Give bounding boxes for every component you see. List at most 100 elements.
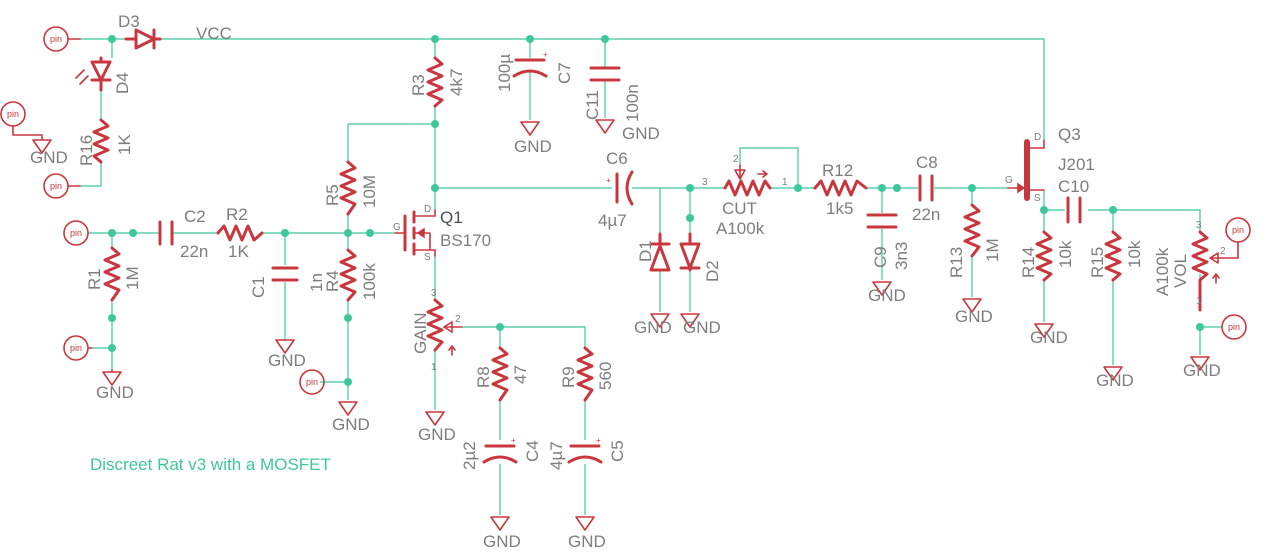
resistor-r4: R4 100k bbox=[323, 248, 379, 302]
c1-label: C1 bbox=[249, 276, 268, 298]
svg-text:+: + bbox=[606, 176, 611, 185]
r13-value: 1M bbox=[983, 238, 1002, 262]
r15-label: R15 bbox=[1088, 247, 1107, 278]
pin-label: pin bbox=[1228, 322, 1240, 332]
q3-pin-d: D bbox=[1034, 132, 1041, 143]
cut-value: A100k bbox=[716, 219, 765, 238]
r14-label: R14 bbox=[1019, 247, 1038, 278]
r1-label: R1 bbox=[85, 268, 104, 290]
vol-pin-2: 2 bbox=[1220, 246, 1226, 257]
r9-label: R9 bbox=[559, 366, 578, 388]
resistor-r3: R3 4k7 bbox=[409, 56, 466, 108]
capacitor-c10: C10 bbox=[1058, 177, 1089, 224]
r1-value: 1M bbox=[123, 266, 142, 290]
capacitor-c11: C11 100n bbox=[583, 66, 642, 122]
r4-value: 100k bbox=[360, 263, 379, 300]
c5-value: 4µ7 bbox=[547, 441, 566, 470]
r2-value: 1K bbox=[228, 242, 249, 261]
pin-label: pin bbox=[50, 181, 62, 191]
gnd-label: GND bbox=[418, 425, 456, 444]
wires bbox=[80, 38, 1222, 515]
mosfet-q1: D S G Q1 BS170 bbox=[393, 204, 491, 263]
pin-label: pin bbox=[70, 343, 82, 353]
c6-label: C6 bbox=[606, 149, 628, 168]
c8-value: 22n bbox=[912, 205, 940, 224]
capacitor-c7: + C7 100µ bbox=[495, 50, 574, 92]
gnd-label: GND bbox=[332, 415, 370, 434]
r8-label: R8 bbox=[474, 366, 493, 388]
gain-pin-3: 3 bbox=[431, 288, 437, 299]
resistor-r12: R12 1k5 bbox=[813, 161, 868, 218]
pot-gain: 3 2 1 GAIN bbox=[411, 288, 463, 373]
q3-label: Q3 bbox=[1058, 125, 1081, 144]
r13-label: R13 bbox=[947, 247, 966, 278]
vcc-label: VCC bbox=[196, 24, 232, 43]
r14-value: 10k bbox=[1056, 240, 1075, 268]
pin-label: pin bbox=[7, 109, 19, 119]
r15-value: 10k bbox=[1125, 240, 1144, 268]
capacitor-c9: C9 3n3 bbox=[866, 213, 911, 270]
q1-value: BS170 bbox=[440, 231, 491, 250]
cut-pin-1: 1 bbox=[782, 177, 788, 188]
c7-label: C7 bbox=[555, 62, 574, 84]
pin-label: pin bbox=[50, 34, 62, 44]
gain-pin-1: 1 bbox=[431, 362, 437, 373]
q1-pin-g: G bbox=[393, 222, 401, 233]
gnd-label: GND bbox=[1096, 371, 1134, 390]
gnd-label: GND bbox=[96, 383, 134, 402]
c4-label: C4 bbox=[523, 440, 542, 462]
c7-value: 100µ bbox=[495, 54, 514, 92]
pin-connector-4: pin bbox=[63, 220, 89, 246]
c9-value: 3n3 bbox=[892, 242, 911, 270]
r5-label: R5 bbox=[323, 184, 342, 206]
r8-value: 47 bbox=[511, 365, 530, 384]
gain-label: GAIN bbox=[411, 312, 430, 354]
vol-label: VOL bbox=[1171, 254, 1190, 288]
gnd-label: GND bbox=[568, 532, 606, 551]
capacitor-c1: C1 1n bbox=[249, 266, 326, 298]
cut-label: CUT bbox=[722, 199, 757, 218]
resistor-r2: R2 1K bbox=[216, 205, 264, 261]
q1-pin-d: D bbox=[424, 204, 431, 215]
resistor-r8: R8 47 bbox=[474, 346, 530, 402]
resistor-r13: R13 1M bbox=[947, 203, 1002, 278]
pin-connector-8: pin bbox=[1221, 314, 1247, 340]
pin-connector-7: pin bbox=[1221, 217, 1251, 259]
q1-pin-s: S bbox=[424, 252, 431, 263]
diode-d1: D1 bbox=[636, 232, 671, 272]
c2-value: 22n bbox=[180, 242, 208, 261]
gnd-label: GND bbox=[268, 351, 306, 370]
capacitor-c4: + C4 2µ2 bbox=[460, 436, 542, 470]
c6-value: 4µ7 bbox=[598, 211, 627, 230]
led-d4: D4 bbox=[75, 56, 132, 94]
d1-label: D1 bbox=[636, 240, 655, 262]
gnd-label: GND bbox=[514, 137, 552, 156]
resistor-r14: R14 10k bbox=[1019, 230, 1075, 282]
svg-text:+: + bbox=[596, 436, 601, 445]
r2-label: R2 bbox=[226, 205, 248, 224]
pin-label: pin bbox=[306, 377, 318, 387]
vol-pin-1: 1 bbox=[1196, 296, 1202, 307]
pin-connector-2: pin bbox=[0, 101, 26, 127]
c9-label: C9 bbox=[871, 246, 890, 268]
r9-value: 560 bbox=[596, 362, 615, 390]
resistor-r16: R16 1K bbox=[77, 118, 134, 166]
gnd-label: GND bbox=[634, 318, 672, 337]
q3-pin-g: G bbox=[1005, 175, 1013, 186]
gnd-label: GND bbox=[955, 307, 993, 326]
svg-text:+: + bbox=[543, 50, 548, 59]
resistor-r5: R5 10M bbox=[323, 160, 379, 216]
pin-label: pin bbox=[1232, 225, 1244, 235]
resistor-r1: R1 1M bbox=[85, 246, 142, 302]
cut-pin-3: 3 bbox=[702, 177, 708, 188]
gnd-symbols: GND GND GND GND GND GND GND GND GND GND … bbox=[12, 119, 1221, 551]
d4-label: D4 bbox=[113, 72, 132, 94]
pin-connector-3: pin bbox=[43, 173, 81, 199]
pot-cut: 2 3 1 CUT A100k bbox=[702, 154, 788, 238]
resistor-r9: R9 560 bbox=[559, 346, 615, 402]
r4-label: R4 bbox=[323, 270, 342, 292]
c1-value: 1n bbox=[307, 273, 326, 292]
r3-value: 4k7 bbox=[447, 69, 466, 96]
q3-pin-s: S bbox=[1034, 193, 1041, 204]
